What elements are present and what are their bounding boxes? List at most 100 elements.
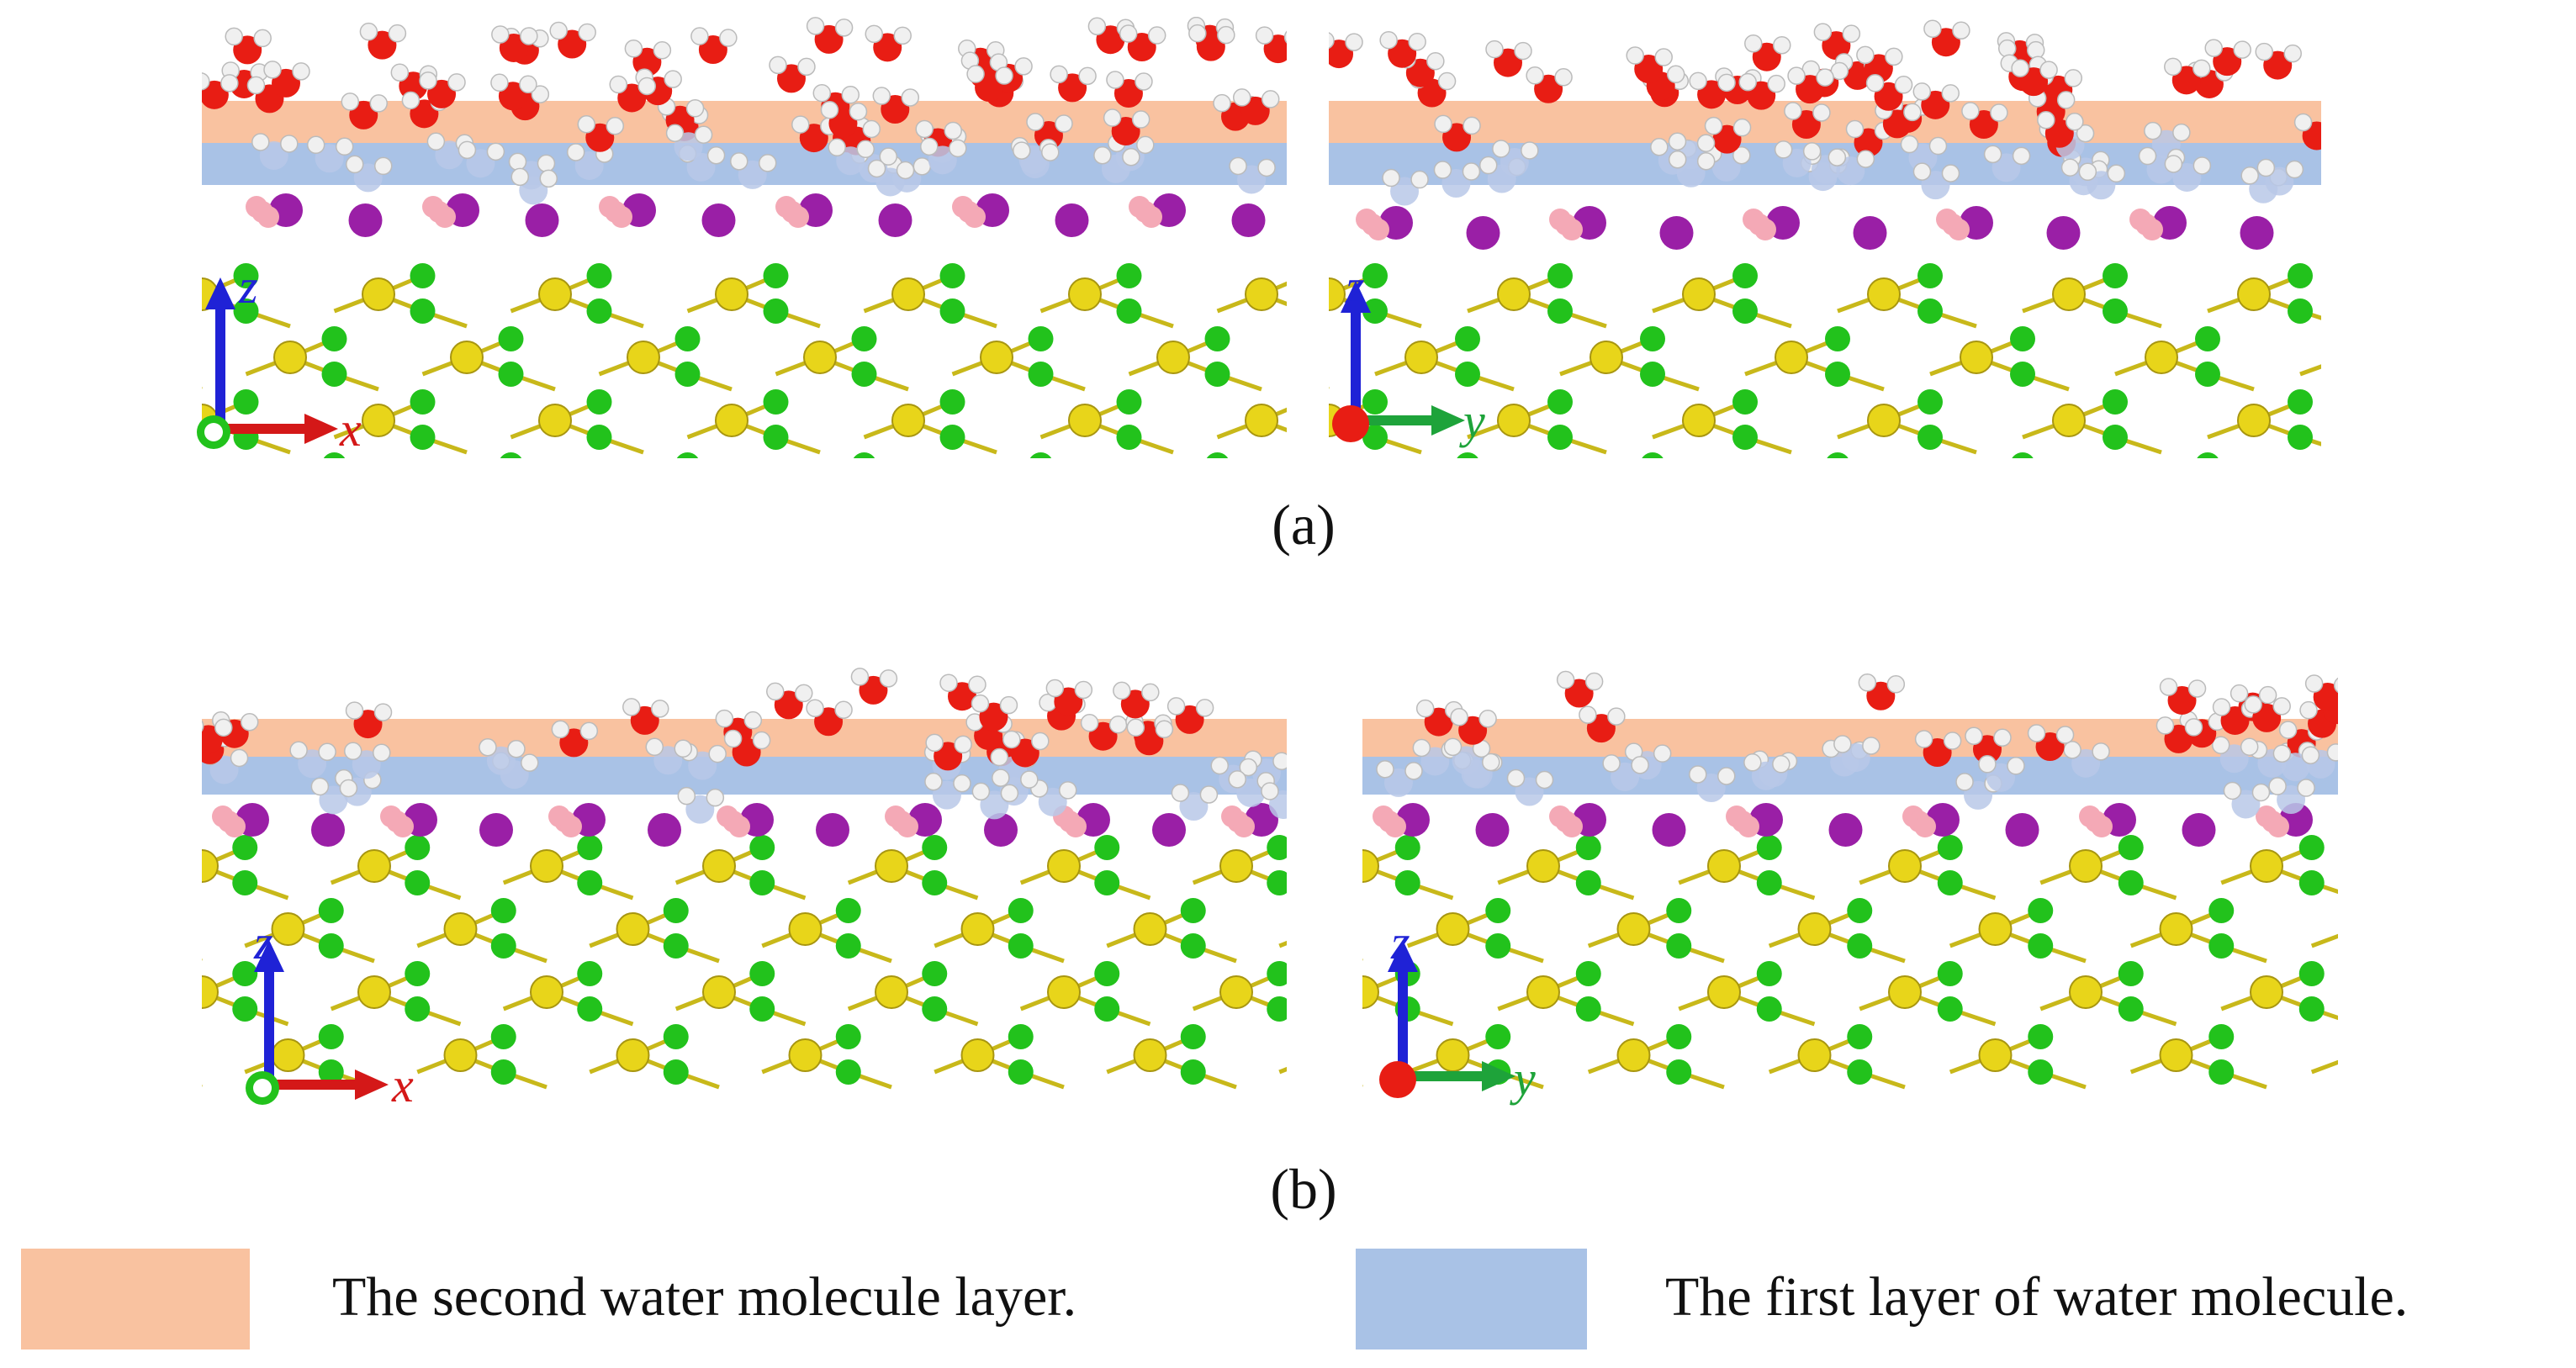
water-hydrogen (1136, 135, 1155, 155)
silicon-atom (1867, 404, 1901, 437)
water-hydrogen (872, 87, 891, 105)
oxygen-atom (1547, 263, 1573, 288)
pink-atom (1233, 816, 1255, 837)
silicon-atom (1797, 912, 1832, 946)
oxygen-atom (577, 996, 603, 1022)
water-hydrogen (537, 154, 556, 173)
silicon-atom (1068, 404, 1102, 437)
oxygen-atom (922, 996, 948, 1022)
water-hydrogen (1812, 103, 1831, 122)
oxygen-atom (577, 835, 603, 860)
oxygen-atom (490, 1024, 516, 1049)
oxygen-atom (2118, 870, 2144, 895)
oxygen-atom (1847, 933, 1873, 959)
oxygen-atom (1847, 898, 1873, 923)
water-hydrogen (1914, 730, 1933, 748)
water-hydrogen (719, 29, 738, 47)
water-hydrogen (1774, 140, 1793, 159)
y-axis-label: y (1459, 393, 1485, 448)
water-hydrogen (1903, 103, 1922, 122)
silicon-atom (443, 1038, 478, 1072)
oxygen-atom (2298, 835, 2325, 860)
water-hydrogen (519, 75, 537, 94)
water-hydrogen (1113, 681, 1131, 700)
water-hydrogen (971, 782, 991, 801)
water-hydrogen (2301, 746, 2320, 764)
oxygen-atom (1394, 835, 1420, 860)
oxygen-atom (410, 389, 436, 415)
oxygen-atom (1204, 326, 1230, 351)
water-hydrogen (1171, 784, 1190, 802)
oxygen-atom (663, 933, 689, 959)
silicon-atom (715, 404, 748, 437)
water-hydrogen (1108, 715, 1128, 734)
silicon-atom (1404, 341, 1438, 374)
oxygen-atom (1267, 870, 1287, 895)
oxygen-atom (2288, 425, 2313, 450)
water-hydrogen (1816, 68, 1834, 87)
oxygen-atom (1937, 961, 1963, 986)
silicon-atom (202, 975, 219, 1009)
iodine-atom (348, 203, 383, 237)
iodine-atom (648, 813, 681, 847)
water-hydrogen (1773, 35, 1791, 55)
atom-layer (1329, 206, 2313, 458)
water-hydrogen (1119, 24, 1138, 43)
pink-atom (611, 206, 632, 228)
water-hydrogen (1738, 72, 1757, 92)
oxygen-atom (1937, 870, 1963, 895)
water-hydrogen (1514, 41, 1532, 61)
pink-atom (1948, 219, 1970, 240)
water-hydrogen (995, 66, 1013, 85)
water-hydrogen (220, 74, 239, 92)
silicon-atom (1707, 849, 1741, 883)
water-hydrogen (1450, 707, 1468, 726)
oxygen-atom (405, 835, 431, 860)
structure-b-yz (1362, 670, 2338, 1090)
water-hydrogen (653, 41, 672, 60)
iodine-atom (1475, 813, 1510, 847)
water-hydrogen (1828, 148, 1847, 166)
oxygen-atom (663, 898, 689, 923)
water-hydrogen (1020, 770, 1039, 789)
water-hydrogen (1232, 88, 1251, 107)
water-hydrogen (292, 62, 310, 81)
oxygen-atom (1825, 326, 1850, 351)
iodine-atom (1659, 216, 1694, 250)
label-b: (b) (1270, 1157, 1337, 1221)
water-hydrogen (359, 22, 378, 41)
water-hydrogen (1443, 737, 1463, 757)
oxygen-atom (1732, 298, 1758, 324)
water-hydrogen (566, 143, 585, 161)
water-hydrogen (2233, 40, 2251, 59)
oxygen-atom (2208, 898, 2235, 923)
legend-swatch-second-layer (21, 1249, 250, 1350)
water-hydrogen (920, 137, 939, 156)
water-hydrogen (479, 738, 497, 757)
water-hydrogen (1478, 709, 1497, 728)
water-hydrogen (1147, 26, 1166, 45)
silicon-atom (875, 849, 908, 883)
water-hydrogen (2155, 716, 2175, 735)
water-hydrogen (1093, 146, 1112, 165)
water-hydrogen (1535, 770, 1554, 790)
water-hydrogen (1993, 728, 2012, 747)
silicon-atom (1978, 1038, 2013, 1072)
oxygen-atom (318, 1059, 344, 1085)
structure-a-xz (202, 17, 1287, 458)
oxygen-atom (835, 1059, 861, 1085)
water-hydrogen (1784, 102, 1802, 120)
water-hydrogen (1856, 150, 1875, 168)
water-hydrogen (520, 27, 538, 45)
iodine-atom (2240, 216, 2274, 250)
oxygen-atom (500, 452, 522, 458)
water-hydrogen (1668, 132, 1687, 151)
silicon-atom (271, 912, 305, 946)
water-hydrogen (390, 63, 410, 82)
oxygen-atom (851, 326, 877, 351)
water-hydrogen (344, 742, 362, 761)
water-hydrogen (729, 152, 748, 171)
oxygen-atom (405, 961, 431, 986)
silicon-atom (2237, 277, 2271, 311)
water-hydrogen (2064, 69, 2083, 87)
